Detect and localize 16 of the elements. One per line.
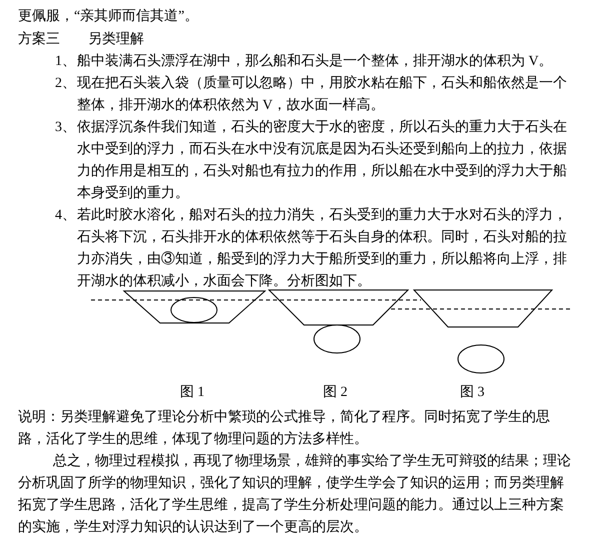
- paragraph: 总之，物理过程模拟，再现了物理场景，雄辩的事实给了学生无可辩驳的结果；理论分析巩固了所学的物理知识，强化了知识的理解，使学生学会了知识的运用；而另类理解拓宽了学生思路，活化了学生思维，提高了学生分析处理问题的能力。通过以上三种方案的实施，学生对浮力知识的认识达到了一个更高的层次。: [18, 452, 572, 537]
- section-heading: 方案三: [18, 30, 61, 49]
- list-number: 4、: [55, 207, 77, 225]
- list-item-text: 船中装满石头漂浮在湖中，那么船和石头是一个整体，排开湖水的体积为 V。: [77, 52, 554, 71]
- list-number: 3、: [55, 119, 77, 137]
- list-number: 1、: [55, 53, 77, 71]
- section-heading: 另类理解: [88, 30, 145, 49]
- figure-caption: 图 3: [460, 384, 486, 402]
- text-line: 更佩服，“亲其师而信其道”。: [18, 7, 200, 26]
- list-item-text: 现在把石头装入袋（质量可以忽略）中，用胶水粘在船下，石头和船依然是一个整体，排开湖水的体积依然为 V，故水面一样高。: [77, 74, 568, 115]
- list-number: 2、: [55, 75, 77, 93]
- list-item-text: 依据浮沉条件我们知道，石头的密度大于水的密度，所以石头的重力大于石头在水中受到的浮力，而石头在水中没有沉底是因为石头还受到船向上的拉力，依据力的作用是相互的，石头对船也有拉力的作用，所以船在水中受到的浮力大于船本身受到的重力。: [77, 118, 568, 203]
- figure-caption: 图 1: [180, 384, 206, 402]
- list-item-text: 若此时胶水溶化，船对石头的拉力消失，石头受到的重力大于水对石头的浮力，石头将下沉，石头排开水的体积依然等于石头自身的体积。同时，石头对船的拉力亦消失，由③知道，船受到的浮力大于船所受到的重力，所以船将向上浮，排开湖水的体积减小，水面会下降。分析图如下。: [77, 206, 568, 291]
- figure-caption: 图 2: [323, 384, 348, 402]
- paragraph: 说明：另类理解避免了理论分析中繁琐的公式推导，简化了程序。同时拓宽了学生的思路，活化了学生的思维，体现了物理问题的方法多样性。: [18, 408, 551, 449]
